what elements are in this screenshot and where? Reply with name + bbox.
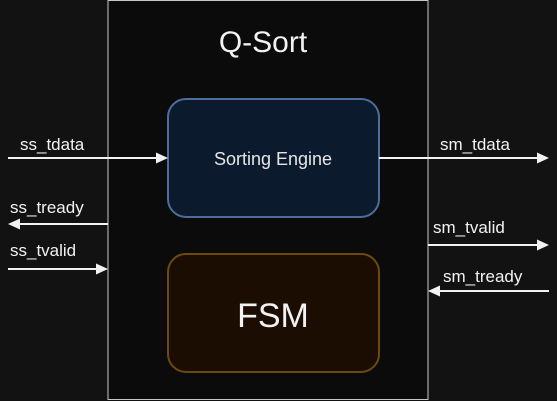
ss-tvalid-arrow <box>8 263 108 275</box>
sm-tvalid-label: sm_tvalid <box>433 218 505 237</box>
ss-tready-label: ss_tready <box>10 198 84 217</box>
fsm-label: FSM <box>237 297 309 335</box>
sm-tvalid-arrow <box>428 239 549 251</box>
ss-tdata-arrow <box>8 152 168 164</box>
fsm-block <box>167 253 380 373</box>
ss-tvalid-label: ss_tvalid <box>10 241 76 260</box>
sm-tdata-label: sm_tdata <box>440 135 510 154</box>
sm-tdata-arrow <box>379 152 549 164</box>
ss-tdata-label: ss_tdata <box>20 135 85 154</box>
module-title: Q-Sort <box>219 26 308 59</box>
sorting-engine-label: Sorting Engine <box>214 149 332 169</box>
sm-tready-arrow <box>428 285 549 297</box>
sm-tready-label: sm_tready <box>443 267 523 286</box>
ss-tready-arrow <box>8 218 108 230</box>
